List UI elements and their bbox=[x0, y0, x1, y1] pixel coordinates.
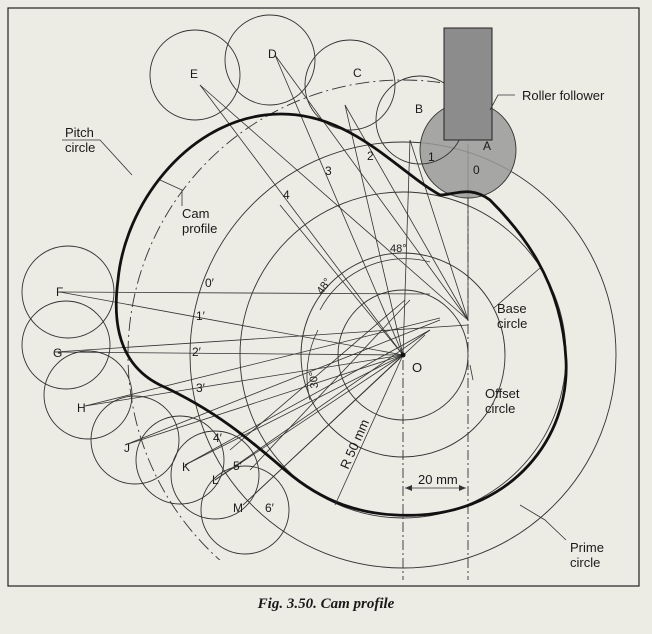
roller-F bbox=[21, 245, 115, 339]
roller-K bbox=[135, 415, 225, 505]
angle-arc-rise bbox=[359, 258, 431, 271]
rise-mark-0: 0 bbox=[473, 163, 480, 177]
offset-circle-label-2: circle bbox=[485, 401, 515, 416]
return-mark-2: 2′ bbox=[192, 345, 202, 359]
roller-G bbox=[21, 300, 111, 390]
angle-arc-mid bbox=[319, 269, 361, 311]
roller-L bbox=[170, 430, 260, 520]
cam-profile-curve bbox=[114, 112, 568, 517]
pitch-circle-label-2: circle bbox=[65, 140, 95, 155]
point-J-label: J bbox=[124, 441, 130, 455]
offset-circle-label-1: Offset bbox=[485, 386, 520, 401]
offset-dim-arrow-left bbox=[405, 485, 412, 491]
roller-J bbox=[90, 395, 180, 485]
leader-lines bbox=[62, 94, 567, 541]
rise-mark-2: 2 bbox=[367, 149, 374, 163]
rise-mark-4: 4 bbox=[283, 188, 290, 202]
point-D-label: D bbox=[268, 47, 277, 61]
pitch-circle-label-1: Pitch bbox=[65, 125, 94, 140]
angle-rise-label: 48° bbox=[390, 243, 407, 255]
return-mark-4: 4′ bbox=[213, 431, 223, 445]
offset-dim-arrow-right bbox=[459, 485, 466, 491]
point-A-label: A bbox=[483, 139, 491, 153]
radius-dim-label: R 50 mm bbox=[337, 417, 372, 471]
point-K-label: K bbox=[182, 460, 190, 474]
follower-stem bbox=[443, 27, 493, 141]
figure-caption: Fig. 3.50. Cam profile bbox=[257, 596, 395, 612]
cam-profile-label-2: profile bbox=[182, 221, 217, 236]
angle-return-label: 30° bbox=[308, 371, 321, 389]
point-E-label: E bbox=[190, 67, 198, 81]
return-mark-6: 6′ bbox=[265, 501, 275, 515]
point-F-label: F bbox=[56, 285, 63, 299]
rise-mark-1: 1 bbox=[428, 150, 435, 164]
roller-H bbox=[43, 350, 133, 440]
return-mark-1: 1′ bbox=[196, 309, 206, 323]
return-mark-3: 3′ bbox=[196, 381, 206, 395]
offset-dim-label: 20 mm bbox=[418, 472, 458, 487]
cam-profile-label-1: Cam bbox=[182, 206, 209, 221]
prime-circle-label-2: circle bbox=[570, 555, 600, 570]
roller-M bbox=[200, 465, 290, 555]
point-L-label: L bbox=[212, 473, 219, 487]
roller-E bbox=[149, 29, 241, 121]
point-H-label: H bbox=[77, 401, 86, 415]
radius-dim-line bbox=[334, 354, 404, 506]
roller-C bbox=[304, 39, 396, 131]
return-mark-5: 5′ bbox=[233, 459, 243, 473]
center-point bbox=[400, 352, 406, 358]
base-circle-label-1: Base bbox=[497, 301, 527, 316]
roller-D bbox=[224, 14, 316, 106]
point-B-label: B bbox=[415, 102, 423, 116]
point-G-label: G bbox=[53, 346, 62, 360]
point-M-label: M bbox=[233, 501, 243, 515]
center-label: O bbox=[412, 360, 422, 375]
figure-border bbox=[7, 7, 640, 587]
roller-follower-label: Roller follower bbox=[522, 88, 605, 103]
prime-circle-label-1: Prime bbox=[570, 540, 604, 555]
rise-mark-3: 3 bbox=[325, 164, 332, 178]
point-C-label: C bbox=[353, 66, 362, 80]
angle-arc-return bbox=[306, 329, 319, 401]
base-circle-label-2: circle bbox=[497, 316, 527, 331]
return-mark-0: 0′ bbox=[205, 276, 215, 290]
